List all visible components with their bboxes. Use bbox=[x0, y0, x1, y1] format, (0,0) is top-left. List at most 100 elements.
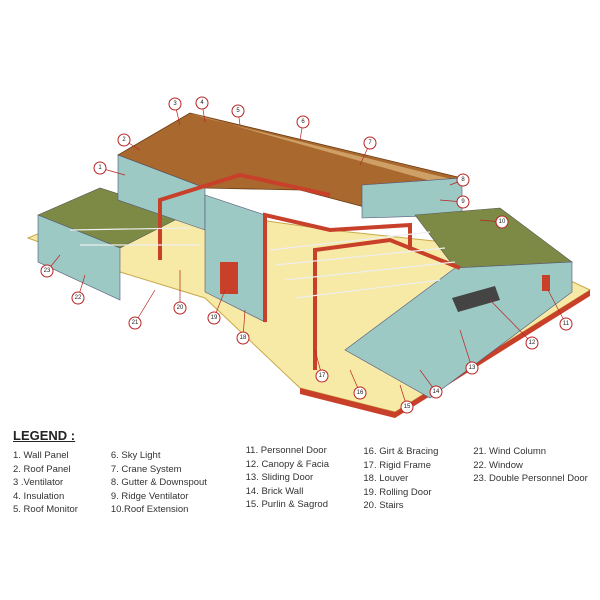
callout-number: 23 bbox=[44, 268, 51, 274]
building-illustration bbox=[26, 112, 592, 418]
legend-item: 6. Sky Light bbox=[110, 450, 161, 461]
callout-circle bbox=[173, 301, 187, 315]
callout-number: 13 bbox=[469, 365, 476, 371]
callout-marker: 9 bbox=[439, 195, 470, 209]
rigid-frames bbox=[158, 172, 461, 370]
callout-circle bbox=[93, 161, 107, 175]
legend-item: 11. Personnel Door bbox=[245, 445, 327, 456]
left-annex-wall bbox=[37, 214, 121, 301]
callout-marker: 20 bbox=[173, 270, 187, 315]
callout-circle bbox=[525, 336, 539, 350]
callout-number: 8 bbox=[461, 177, 465, 183]
legend-item: 21. Wind Column bbox=[473, 446, 547, 457]
legend-item: 2. Roof Panel bbox=[13, 463, 71, 475]
callout-circle bbox=[353, 386, 367, 400]
callout-marker: 8 bbox=[449, 173, 470, 187]
callout-circle bbox=[231, 104, 245, 118]
legend-item: 16. Girt & Bracing bbox=[363, 446, 439, 457]
callout-circle bbox=[168, 97, 182, 111]
callout-leader-line bbox=[489, 299, 533, 344]
legend-item: 19. Rolling Door bbox=[363, 486, 432, 498]
legend-item: 3 .Ventilator bbox=[13, 477, 64, 488]
callout-circle bbox=[315, 369, 329, 383]
legend-item: 22. Window bbox=[473, 459, 523, 471]
callout-marker: 19 bbox=[207, 289, 226, 325]
callout-number: 4 bbox=[200, 100, 204, 106]
legend-item: 10.Roof Extension bbox=[110, 504, 189, 515]
callout-marker: 14 bbox=[419, 369, 443, 399]
callout-marker: 15 bbox=[399, 384, 414, 414]
callout-circle bbox=[456, 195, 470, 209]
legend-item: 5. Roof Monitor bbox=[13, 504, 78, 515]
callout-circle bbox=[429, 385, 443, 399]
legend-item: 20. Stairs bbox=[363, 500, 404, 511]
right-side-wall bbox=[344, 261, 573, 399]
legend-item: 15. Purlin & Sagrod bbox=[245, 499, 328, 510]
callout-circle bbox=[296, 115, 310, 129]
callout-circle bbox=[40, 264, 54, 278]
callout-number: 1 bbox=[98, 165, 102, 171]
legend-item: 14. Brick Wall bbox=[245, 485, 304, 497]
rolling-door bbox=[220, 262, 238, 294]
callout-marker: 11 bbox=[547, 289, 573, 331]
purlins bbox=[69, 227, 456, 299]
right-wall-upper bbox=[361, 177, 463, 219]
callout-marker: 6 bbox=[296, 115, 310, 141]
callout-number: 6 bbox=[301, 119, 305, 125]
callout-number: 12 bbox=[529, 340, 536, 346]
callout-number: 10 bbox=[499, 219, 506, 225]
callout-number: 7 bbox=[368, 140, 372, 146]
callout-circle bbox=[495, 215, 509, 229]
legend-column: 16. Girt & Bracing 17. Rigid Frame 18. Lou… bbox=[363, 445, 473, 517]
callout-marker: 3 bbox=[168, 97, 182, 126]
callout-circle bbox=[400, 400, 414, 414]
callout-circle bbox=[236, 331, 250, 345]
legend-title: LEGEND : bbox=[13, 428, 76, 443]
callout-marker: 5 bbox=[231, 104, 245, 126]
callout-marker: 18 bbox=[236, 309, 250, 345]
callout-marker: 10 bbox=[479, 215, 509, 229]
callout-number: 9 bbox=[461, 199, 465, 205]
callout-marker: 17 bbox=[314, 349, 329, 383]
callout-marker: 7 bbox=[359, 136, 377, 166]
legend-item: 4. Insulation bbox=[13, 490, 65, 502]
callout-number: 17 bbox=[319, 373, 326, 379]
legend-item: 9. Ridge Ventilator bbox=[110, 490, 189, 502]
personnel-door bbox=[542, 275, 550, 291]
legend-item: 23. Double Personnel Door bbox=[473, 473, 588, 484]
callout-circle bbox=[559, 317, 573, 331]
callout-circle bbox=[117, 133, 131, 147]
legend-item: 12. Canopy & Facia bbox=[245, 458, 330, 470]
callout-number: 14 bbox=[433, 389, 440, 395]
callout-number: 5 bbox=[236, 108, 240, 114]
callout-number: 21 bbox=[132, 320, 139, 326]
callout-circle bbox=[465, 361, 479, 375]
legend-item: 7. Crane System bbox=[110, 463, 182, 475]
callout-circle bbox=[128, 316, 142, 330]
legend-column: 21. Wind Column 22. Window 23. Double Pers… bbox=[473, 445, 593, 517]
callout-circle bbox=[195, 96, 209, 110]
callout-number: 2 bbox=[122, 137, 126, 143]
callout-number: 3 bbox=[173, 101, 177, 107]
callout-marker: 16 bbox=[349, 369, 367, 400]
callout-marker: 4 bbox=[195, 96, 209, 123]
callout-marker: 1 bbox=[93, 161, 126, 176]
callout-number: 11 bbox=[563, 321, 570, 327]
callout-number: 16 bbox=[357, 390, 364, 396]
legend-item: 8. Gutter & Downspout bbox=[110, 477, 207, 488]
callout-marker: 13 bbox=[459, 329, 479, 375]
callout-marker: 22 bbox=[71, 274, 86, 305]
legend-item: 18. Louver bbox=[363, 473, 409, 484]
callout-circle bbox=[207, 311, 221, 325]
legend-column: 6. Sky Light 7. Crane System 8. Gutter & D… bbox=[111, 449, 246, 517]
callout-leader-line bbox=[459, 329, 473, 369]
legend-item: 17. Rigid Frame bbox=[363, 459, 431, 471]
callout-circle bbox=[456, 173, 470, 187]
callout-number: 15 bbox=[404, 404, 411, 410]
callout-marker: 2 bbox=[117, 133, 141, 151]
